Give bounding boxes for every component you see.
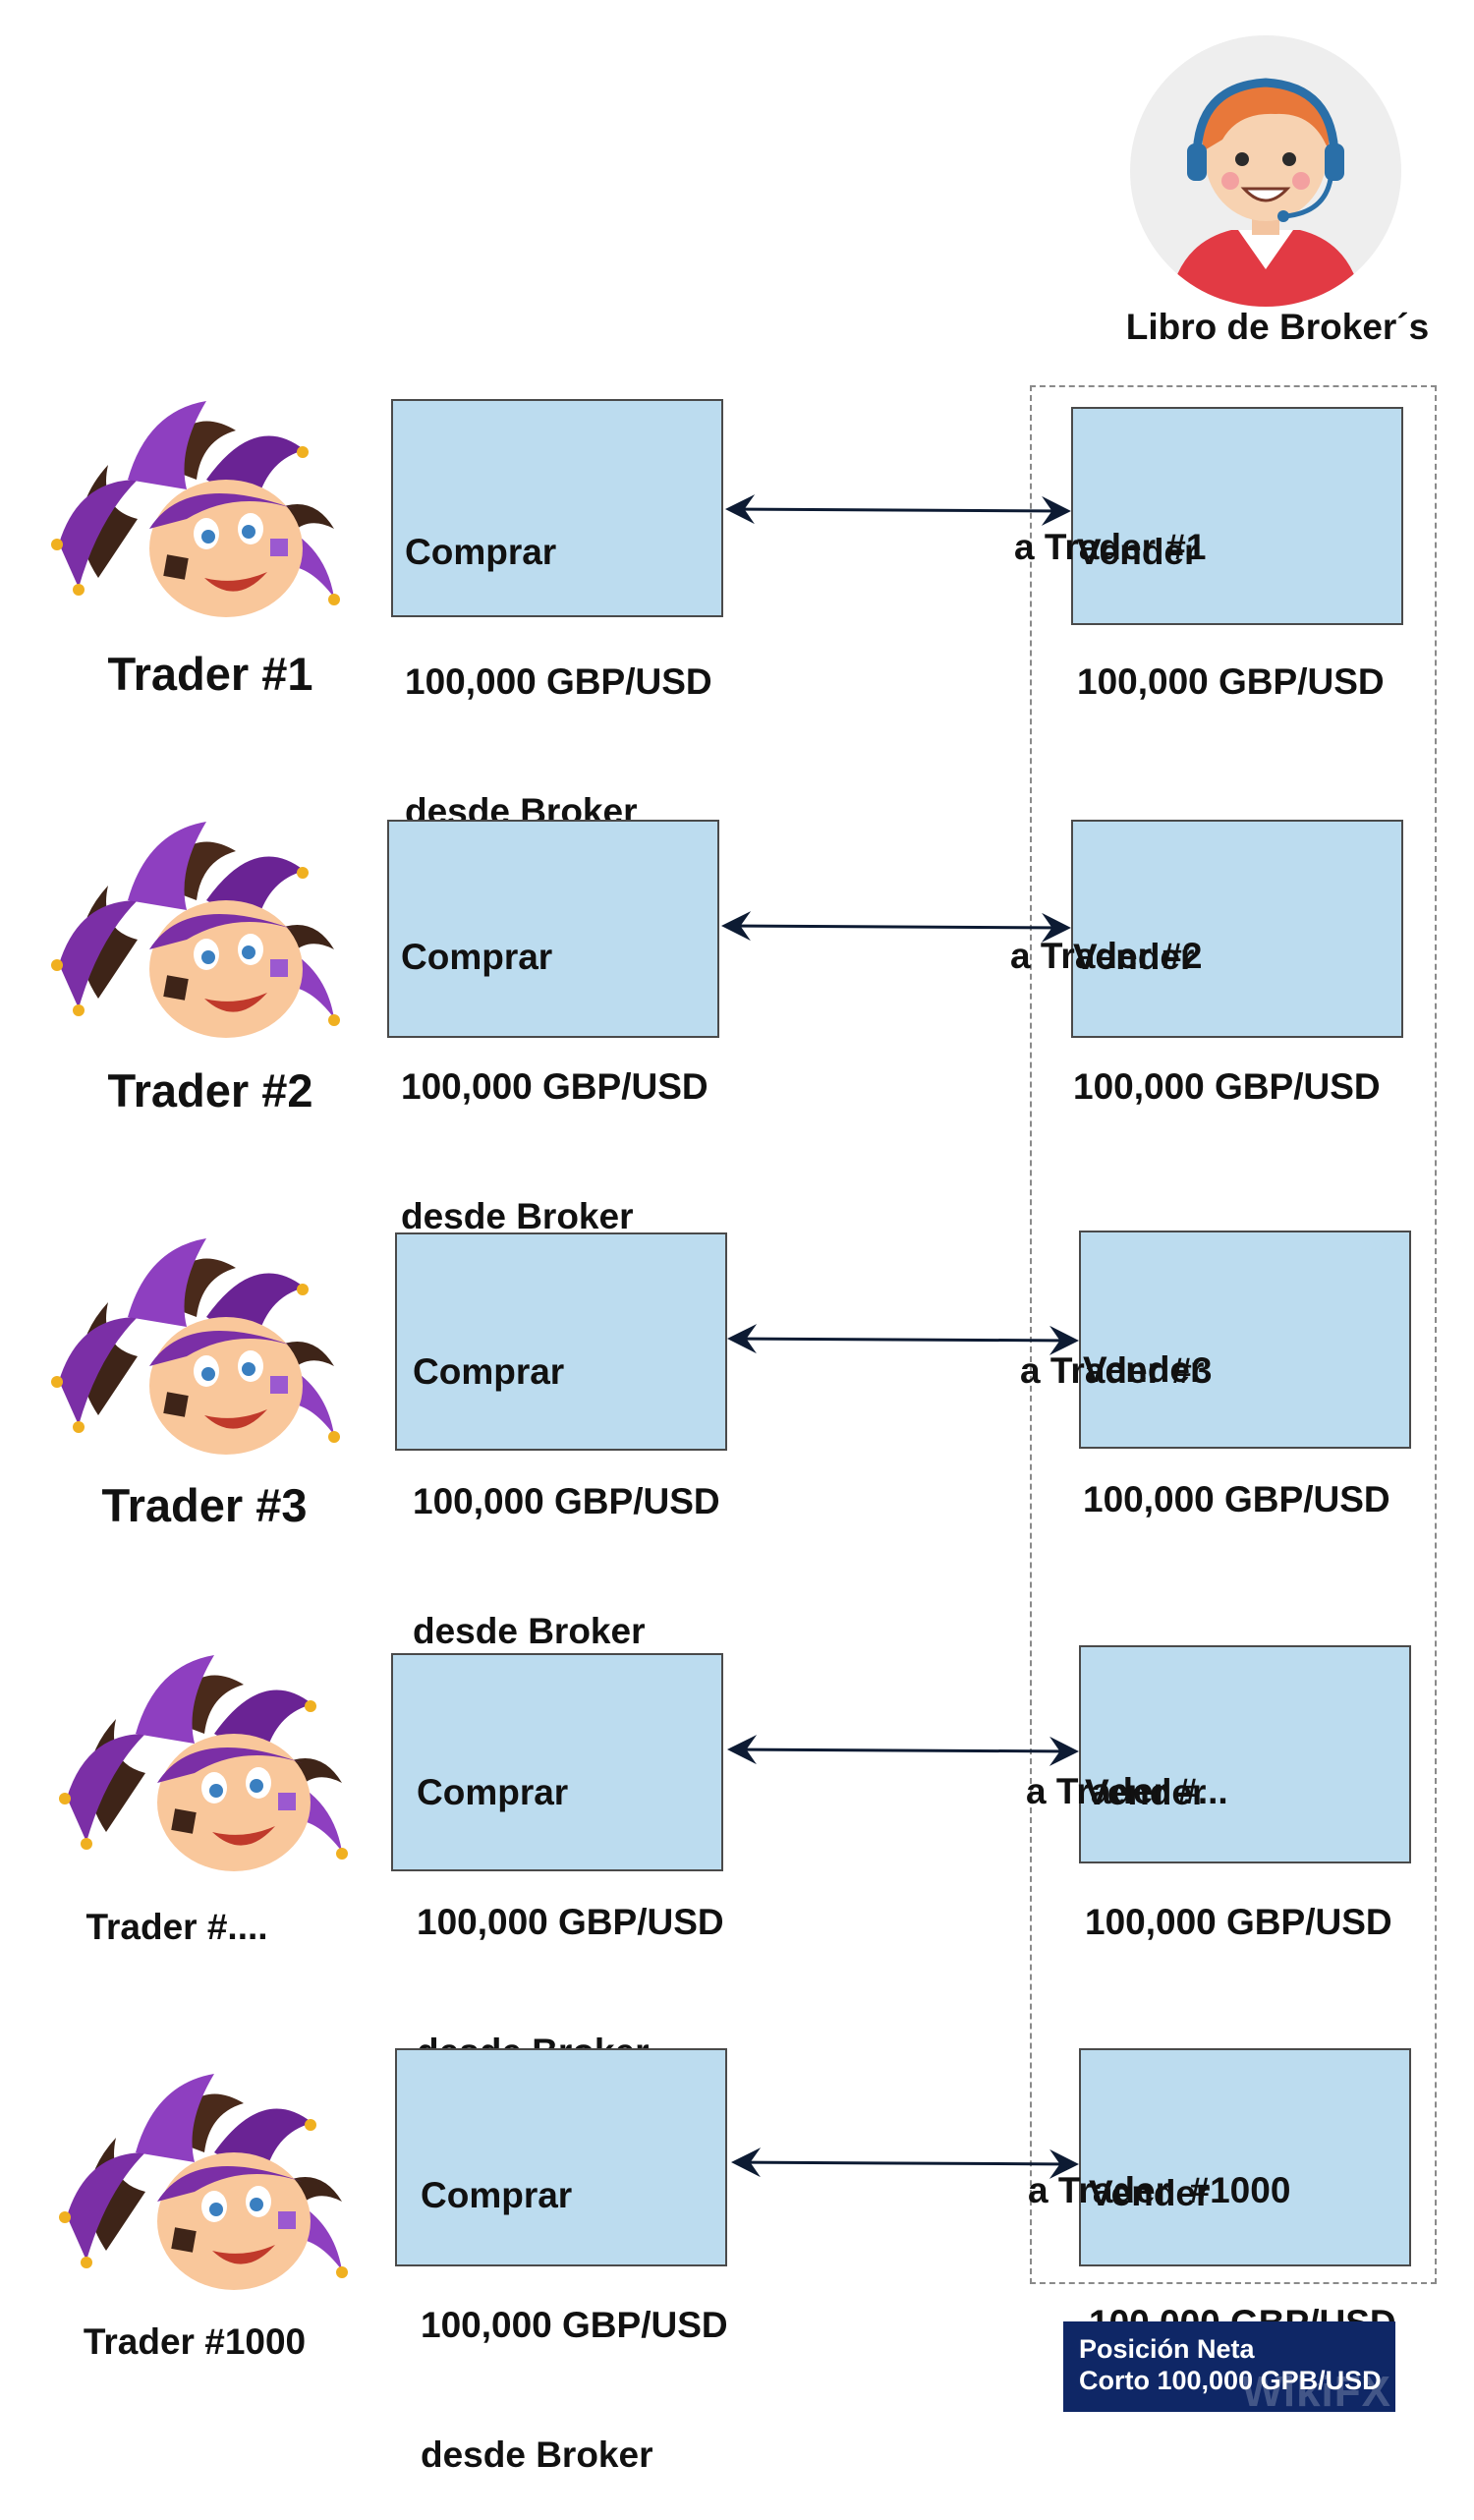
buy-amount: 100,000 GBP/USD (401, 1066, 709, 1107)
sell-action: Vender (1077, 532, 1199, 572)
buy-amount: 100,000 GBP/USD (417, 1902, 724, 1942)
net-position-value: Corto 100,000 GPB/USD (1079, 2366, 1382, 2395)
sell-action: Vender (1089, 2173, 1211, 2213)
buy-source: desde Broker (421, 2434, 653, 2475)
jester-avatar (39, 792, 354, 1048)
arrow-row-1 (725, 494, 1071, 526)
buy-action: Comprar (401, 937, 553, 977)
sell-amount: 100,000 GBP/USD (1077, 661, 1385, 702)
jester-avatar (47, 1626, 362, 1881)
buy-action: Comprar (405, 532, 557, 572)
buy-box: Comprar 100,000 GBP/USD desde Broker (391, 1653, 724, 2072)
buy-source: desde Broker (413, 1611, 646, 1651)
trader-label: Trader #2 (107, 1064, 313, 1117)
arrow-row-3 (727, 1324, 1079, 1355)
broker-avatar (1130, 35, 1401, 307)
trader-label: Trader #1000 (83, 2321, 307, 2362)
sell-box: Vender 100,000 GBP/USD (1079, 2048, 1411, 2343)
net-position-title: Posición Neta (1079, 2334, 1255, 2364)
sell-amount: 100,000 GBP/USD (1083, 1479, 1390, 1519)
sell-amount: 100,000 GBP/USD (1085, 1902, 1392, 1942)
sell-target: a Trader #3 (1020, 1350, 1213, 1391)
sell-box: Vender 100,000 GBP/USD (1071, 820, 1403, 1107)
arrow-row-4 (727, 1735, 1079, 1766)
buy-amount: 100,000 GBP/USD (413, 1481, 720, 1521)
buy-action: Comprar (417, 1772, 569, 1812)
buy-box: Comprar 100,000 GBP/USD desde Broker (395, 2048, 728, 2475)
sell-action: Vender (1073, 937, 1195, 977)
sell-box: Vender 100,000 GBP/USD (1079, 1645, 1411, 1942)
sell-target: a Trader #... (1026, 1771, 1228, 1811)
broker-book-label: Libro de Broker´s (1125, 307, 1430, 347)
buy-amount: 100,000 GBP/USD (421, 2305, 728, 2345)
buy-source: desde Broker (401, 1196, 634, 1236)
watermark: WikiFX (1241, 2368, 1391, 2416)
buy-box: Comprar 100,000 GBP/USD desde Broker (395, 1232, 727, 1651)
arrow-row-5 (731, 2148, 1079, 2179)
trader-label: Trader #.... (85, 1907, 268, 1947)
buy-box: Comprar 100,000 GBP/USD desde Broker (387, 820, 719, 1236)
jester-avatar (47, 2044, 362, 2300)
sell-box: Vender 100,000 GBP/USD (1079, 1231, 1411, 1519)
trader-label: Trader #1 (107, 648, 313, 700)
net-position-box: Posición Neta Corto 100,000 GPB/USD Wiki… (1063, 2321, 1395, 2416)
jester-avatar (39, 372, 354, 627)
buy-action: Comprar (413, 1351, 565, 1392)
sell-action: Vender (1083, 1349, 1205, 1390)
sell-box: Vender 100,000 GBP/USD (1071, 407, 1403, 702)
sell-action: Vender (1085, 1772, 1207, 1812)
buy-amount: 100,000 GBP/USD (405, 661, 712, 702)
sell-amount: 100,000 GBP/USD (1073, 1066, 1381, 1107)
trader-label: Trader #3 (101, 1479, 308, 1531)
sell-target: a Trader #1000 (1028, 2170, 1291, 2210)
buy-box: Comprar 100,000 GBP/USD desde Broker (391, 399, 723, 831)
arrow-row-2 (721, 911, 1071, 943)
sell-target: a Trader #1 (1014, 527, 1207, 567)
jester-avatar (39, 1209, 354, 1464)
buy-action: Comprar (421, 2175, 573, 2215)
sell-target: a Trader #2 (1010, 936, 1203, 976)
